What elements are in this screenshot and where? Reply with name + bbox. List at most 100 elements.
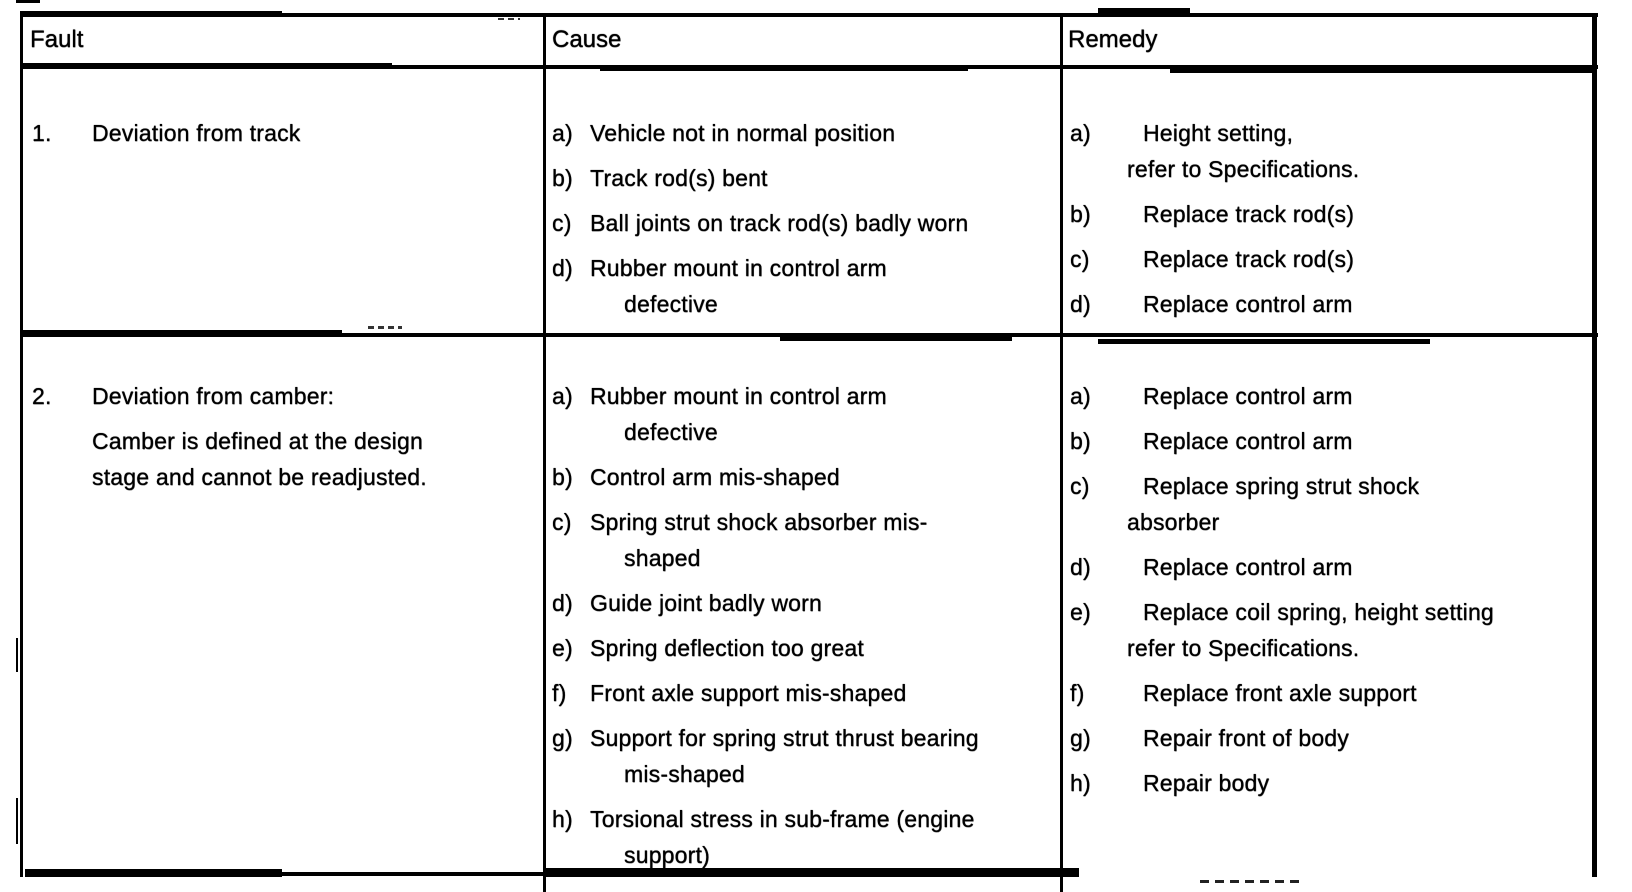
cause-text-line: Guide joint badly worn xyxy=(590,590,822,616)
column-divider-fault-cause xyxy=(543,13,546,892)
row-separator-thick-1 xyxy=(22,330,342,337)
cause-item: a)Vehicle not in normal position xyxy=(546,115,1057,151)
cause-text-line: Torsional stress in sub-frame (engine xyxy=(590,806,975,832)
fault-number: 2. xyxy=(32,383,52,409)
row-separator-thick-2 xyxy=(780,336,1012,341)
table-border-bottom-1 xyxy=(25,869,282,877)
table-border-right xyxy=(1592,13,1597,877)
remedy-item: c)Replace track rod(s) xyxy=(1063,241,1591,277)
remedy-text-line: Replace control arm xyxy=(1143,291,1353,317)
cause-text-line: Support for spring strut thrust bearing xyxy=(590,725,979,751)
cause-item: e) Spring deflection too great xyxy=(546,630,1057,666)
table-border-left xyxy=(20,13,23,877)
cause-text-line: shaped xyxy=(624,545,701,571)
fault-paragraph: 2. Deviation from camber: xyxy=(23,378,540,414)
cause-text-line: Ball joints on track rod(s) badly worn xyxy=(590,210,969,236)
remedy-item-label: c) xyxy=(1070,473,1090,499)
remedy-item: b)Replace track rod(s) xyxy=(1063,196,1591,232)
remedy-text-line: refer to Specifications. xyxy=(1127,156,1360,182)
cause-item-label: d) xyxy=(552,590,573,616)
cause-cell: a)Vehicle not in normal position b)Track … xyxy=(546,71,1057,322)
remedy-text-line: Height setting, xyxy=(1143,120,1294,146)
table-border-bottom-dashed xyxy=(1200,880,1304,883)
remedy-item-label: b) xyxy=(1070,428,1091,454)
scan-artifact xyxy=(16,0,40,3)
table-border-top-thick xyxy=(20,11,282,17)
table-border-top xyxy=(20,13,1598,17)
remedy-text-line: Replace front axle support xyxy=(1143,680,1417,706)
remedy-text-line: Replace control arm xyxy=(1143,428,1353,454)
scan-artifact xyxy=(498,18,520,20)
cause-item-label: d) xyxy=(552,255,573,281)
header-rule-thick-1 xyxy=(22,63,392,69)
cause-item: h) Torsional stress in sub-frame (engine s… xyxy=(546,801,1057,873)
remedy-item-label: h) xyxy=(1070,770,1091,796)
remedy-cell: a) Height setting, refer to Specifications… xyxy=(1063,71,1591,322)
cause-item-label: e) xyxy=(552,635,573,661)
remedy-item: b) Replace control arm xyxy=(1063,423,1591,459)
remedy-item-label: a) xyxy=(1070,383,1091,409)
cause-item-label: g) xyxy=(552,725,573,751)
cause-text-line: Spring strut shock absorber mis- xyxy=(590,509,928,535)
remedy-text-line: Repair front of body xyxy=(1143,725,1350,751)
remedy-item: d) Replace control arm xyxy=(1063,549,1591,585)
remedy-text-line: Replace spring strut shock xyxy=(1143,473,1420,499)
remedy-item-label: d) xyxy=(1070,554,1091,580)
table-border-bottom-3 xyxy=(545,868,1079,877)
fault-paragraph: 1.Deviation from track xyxy=(23,115,540,151)
scan-artifact xyxy=(16,798,18,844)
cause-item-label: h) xyxy=(552,806,573,832)
remedy-text-line: Replace control arm xyxy=(1143,554,1353,580)
cause-text-line: Rubber mount in control arm xyxy=(590,255,887,281)
remedy-item: h) Repair body xyxy=(1063,765,1591,801)
cause-item-label: f) xyxy=(552,680,567,706)
fault-cell: 1.Deviation from track xyxy=(23,71,540,151)
cause-item: b)Control arm mis-shaped xyxy=(546,459,1057,495)
remedy-text-line: Replace track rod(s) xyxy=(1143,201,1355,227)
cause-text-line: Spring deflection too great xyxy=(590,635,864,661)
remedy-cell: a) Replace control arm b) Replace control a… xyxy=(1063,340,1591,801)
header-rule-thick-2 xyxy=(600,66,968,71)
fault-number: 1. xyxy=(32,120,52,146)
header-rule-thick-3 xyxy=(1170,69,1596,73)
row-separator xyxy=(22,333,1598,337)
remedy-text-line: Repair body xyxy=(1143,770,1270,796)
cause-text-line: Front axle support mis-shaped xyxy=(590,680,907,706)
cause-item-label: a) xyxy=(552,383,573,409)
cause-item-label: c) xyxy=(552,509,572,535)
column-divider-cause-remedy xyxy=(1060,13,1063,892)
cause-item: c) Ball joints on track rod(s) badly worn xyxy=(546,205,1057,241)
cause-text-line: support) xyxy=(624,842,710,868)
row-separator-thick-3 xyxy=(1098,339,1430,344)
cause-text-line: defective xyxy=(624,291,718,317)
cause-text-line: Vehicle not in normal position xyxy=(590,120,896,146)
fault-paragraph: Camber is defined at the design stage and… xyxy=(23,423,540,495)
remedy-item-label: d) xyxy=(1070,291,1091,317)
cause-item: d) Guide joint badly worn xyxy=(546,585,1057,621)
remedy-text-line: absorber xyxy=(1127,509,1220,535)
fault-text-line: Deviation from camber: xyxy=(92,383,335,409)
scan-artifact xyxy=(16,638,18,672)
column-header-remedy: Remedy xyxy=(1068,26,1158,53)
cause-text-line: Track rod(s) bent xyxy=(590,165,768,191)
cause-item-label: c) xyxy=(552,210,572,236)
fault-text-line: stage and cannot be readjusted. xyxy=(92,464,427,490)
fault-text-line: Camber is defined at the design xyxy=(92,428,423,454)
cause-item: g) Support for spring strut thrust bearin… xyxy=(546,720,1057,792)
column-header-cause: Cause xyxy=(552,26,622,53)
remedy-item-label: a) xyxy=(1070,120,1091,146)
remedy-item-label: g) xyxy=(1070,725,1091,751)
remedy-item: g) Repair front of body xyxy=(1063,720,1591,756)
cause-text-line: Control arm mis-shaped xyxy=(590,464,840,490)
cause-item: c) Spring strut shock absorber mis-shaped xyxy=(546,504,1057,576)
remedy-item: f)Replace front axle support xyxy=(1063,675,1591,711)
remedy-item-label: e) xyxy=(1070,599,1091,625)
remedy-text-line: Replace track rod(s) xyxy=(1143,246,1355,272)
cause-item: d) Rubber mount in control arm defective xyxy=(546,250,1057,322)
cause-item: f) Front axle support mis-shaped xyxy=(546,675,1057,711)
cause-item: b)Track rod(s) bent xyxy=(546,160,1057,196)
fault-cell: 2. Deviation from camber: Camber is define… xyxy=(23,340,540,495)
